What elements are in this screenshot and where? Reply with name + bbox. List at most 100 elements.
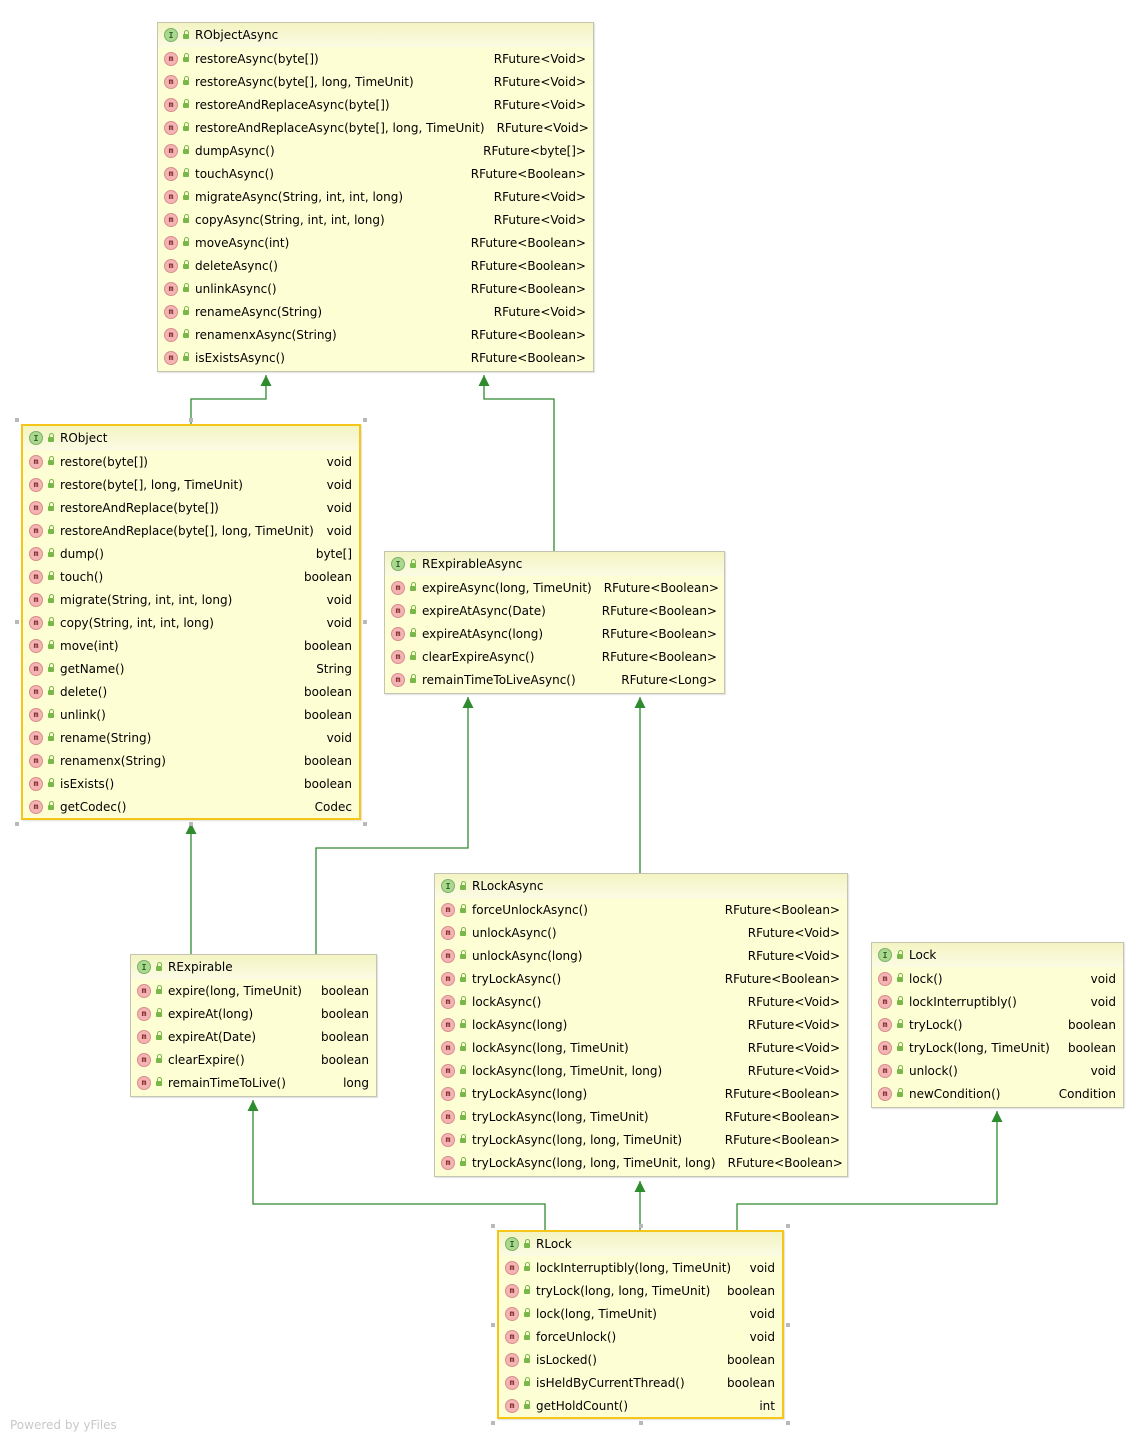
selection-handle[interactable] xyxy=(15,822,19,826)
selection-handle[interactable] xyxy=(363,418,367,422)
inheritance-edge-rlock-to-rexpirable[interactable] xyxy=(252,1100,546,1230)
selection-handle[interactable] xyxy=(189,822,193,826)
selection-handle[interactable] xyxy=(189,418,193,422)
selection-handle[interactable] xyxy=(638,1421,643,1425)
selection-handle[interactable] xyxy=(15,620,19,624)
selection-handle[interactable] xyxy=(786,1322,790,1327)
inheritance-edge-rexpirable-to-rexpirableasync[interactable] xyxy=(315,697,469,954)
inheritance-edge-robject-to-robjectasync[interactable] xyxy=(190,375,267,424)
selection-handle[interactable] xyxy=(491,1224,495,1228)
inheritance-edge-rlock-to-lock[interactable] xyxy=(736,1111,998,1230)
selection-handle[interactable] xyxy=(15,418,19,422)
selection-handle[interactable] xyxy=(363,620,367,624)
selection-handle[interactable] xyxy=(786,1421,790,1425)
selection-handle[interactable] xyxy=(786,1224,790,1228)
inheritance-edge-rexpirableasync-to-robjectasync[interactable] xyxy=(483,375,555,551)
selection-handle[interactable] xyxy=(491,1322,495,1327)
selection-handle[interactable] xyxy=(363,822,367,826)
selection-handle[interactable] xyxy=(491,1421,495,1425)
selection-handle[interactable] xyxy=(638,1224,643,1228)
